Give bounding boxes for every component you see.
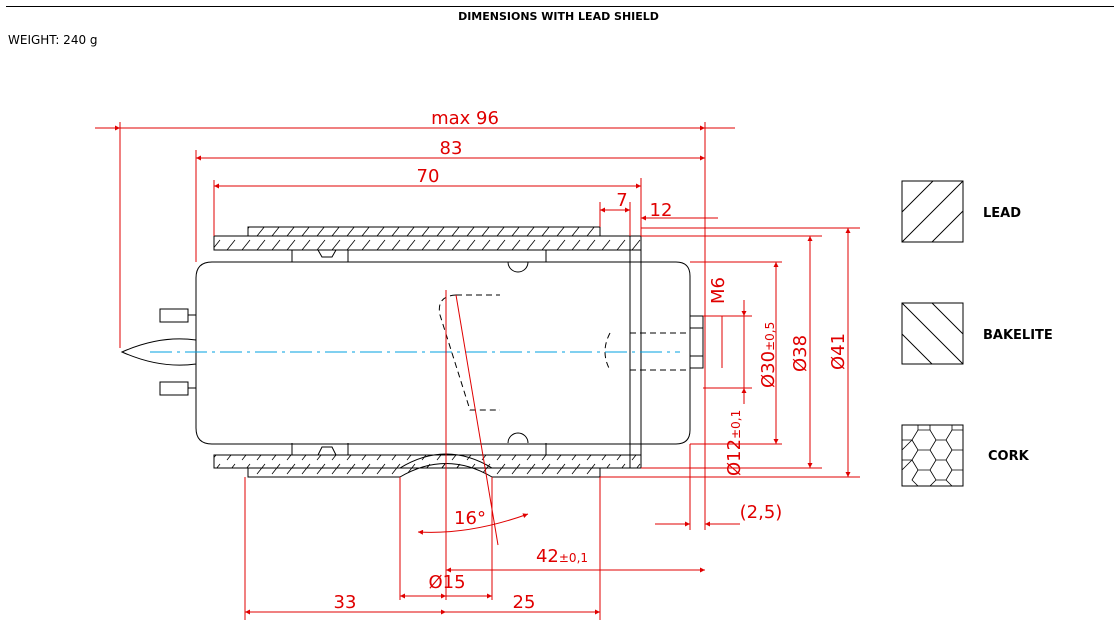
hidden-lines bbox=[438, 294, 690, 411]
dim-max96: max 96 bbox=[431, 108, 499, 129]
dim-7: 7 bbox=[616, 190, 627, 211]
legend-cork: CORK bbox=[901, 424, 1030, 487]
dim-d12: Ø12±0,1 bbox=[724, 410, 745, 476]
dim-angle: 16° bbox=[454, 508, 486, 529]
sensor-outline bbox=[120, 226, 704, 478]
dim-25: 25 bbox=[513, 592, 536, 613]
top-rule bbox=[6, 6, 1114, 7]
page-title: DIMENSIONS WITH LEAD SHIELD bbox=[458, 10, 659, 23]
legend-lead: LEAD bbox=[901, 180, 1021, 243]
legend-bakelite: BAKELITE bbox=[901, 302, 1053, 365]
dim-d41: Ø41 bbox=[828, 333, 849, 370]
dim-42: 42±0,1 bbox=[536, 546, 588, 567]
legend-lead-label: LEAD bbox=[983, 206, 1021, 221]
dim-d38: Ø38 bbox=[790, 335, 811, 372]
dimension-labels: max 96 83 70 7 12 M6 Ø30±0,5 Ø38 Ø41 Ø12… bbox=[334, 108, 849, 613]
legend-bakelite-label: BAKELITE bbox=[983, 328, 1053, 343]
legend-cork-label: CORK bbox=[988, 449, 1030, 464]
dimension-lines bbox=[95, 122, 860, 620]
weight-label: WEIGHT: 240 g bbox=[8, 33, 98, 47]
dim-33: 33 bbox=[334, 592, 357, 613]
dim-d30: Ø30±0,5 bbox=[758, 322, 779, 388]
dim-83: 83 bbox=[440, 138, 463, 159]
legend: LEAD BAKELITE CORK bbox=[901, 180, 1053, 487]
dim-2-5: (2,5) bbox=[740, 502, 783, 523]
dim-d15: Ø15 bbox=[428, 572, 465, 593]
dim-12: 12 bbox=[650, 200, 673, 221]
dim-70: 70 bbox=[417, 166, 440, 187]
dim-m6: M6 bbox=[708, 277, 729, 304]
